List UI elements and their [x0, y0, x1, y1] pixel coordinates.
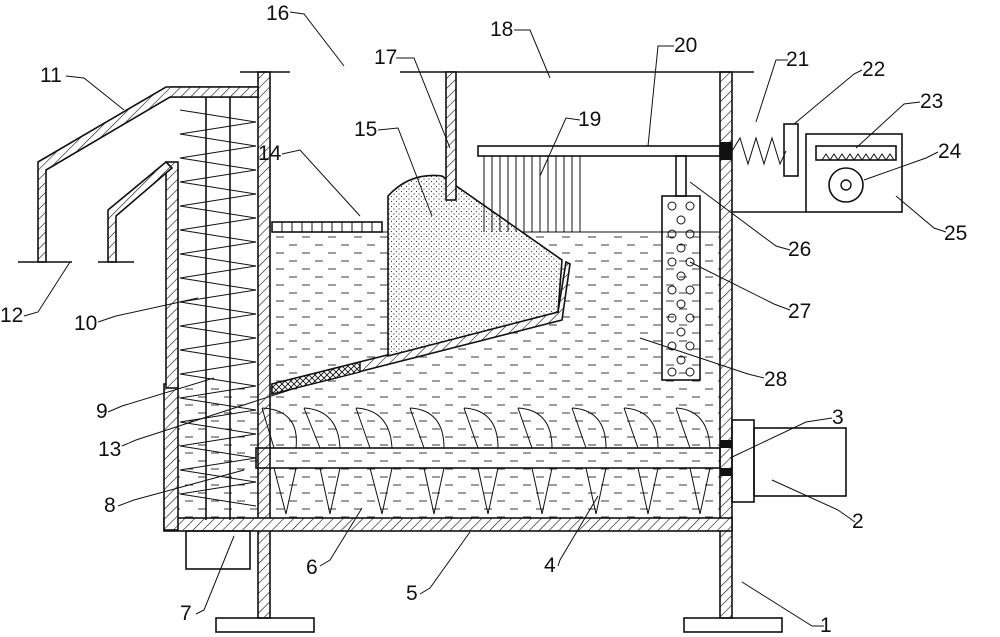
label-27: 27	[788, 300, 811, 323]
label-13: 13	[98, 438, 121, 461]
motor-2-flange	[731, 419, 755, 503]
label-1: 1	[820, 614, 832, 637]
label-3: 3	[832, 406, 844, 429]
label-12: 12	[0, 304, 23, 327]
screw-shaft	[255, 447, 721, 469]
label-10: 10	[74, 312, 97, 335]
rod-26	[675, 155, 687, 197]
screen-mesh-13	[271, 361, 361, 395]
filter-strip-14	[271, 221, 383, 233]
label-22: 22	[862, 58, 885, 81]
bar-20	[477, 145, 721, 157]
label-11: 11	[40, 64, 62, 87]
bearing-3-bot	[720, 468, 732, 476]
perforations	[667, 201, 695, 377]
gear-24-hub	[840, 179, 852, 191]
label-5: 5	[406, 582, 418, 605]
label-4: 4	[544, 554, 556, 577]
foot-left	[215, 617, 315, 633]
label-21: 21	[786, 48, 809, 71]
label-15: 15	[354, 118, 377, 141]
label-9: 9	[96, 400, 108, 423]
feed-hopper-15	[387, 174, 563, 358]
sleeve-22	[783, 123, 799, 177]
motor-box-25	[805, 133, 903, 213]
foot-right	[683, 617, 783, 633]
lift-column-outer-wall	[163, 383, 179, 531]
label-26: 26	[788, 238, 811, 261]
label-23: 23	[920, 90, 943, 113]
label-24: 24	[938, 140, 962, 163]
lift-screw-blades	[179, 109, 257, 507]
tank-bottom	[163, 517, 733, 532]
bearing-3-top	[720, 440, 732, 448]
label-19: 19	[578, 108, 601, 131]
label-6: 6	[306, 556, 318, 579]
label-17: 17	[374, 46, 397, 69]
label-14: 14	[258, 142, 282, 165]
motor-7	[185, 530, 251, 570]
screw-flights	[261, 407, 711, 515]
rack-23	[815, 145, 897, 161]
rod-17	[445, 71, 457, 201]
label-16: 16	[266, 2, 289, 25]
label-20: 20	[674, 34, 697, 57]
label-8: 8	[104, 494, 116, 517]
rack-teeth	[821, 153, 895, 161]
label-7: 7	[180, 602, 192, 625]
label-28: 28	[764, 368, 787, 391]
label-18: 18	[490, 18, 513, 41]
chute-lower	[107, 160, 174, 263]
motor-2-body	[753, 427, 847, 497]
label-2: 2	[852, 510, 864, 533]
label-25: 25	[944, 222, 967, 245]
spring-21	[731, 136, 787, 166]
leader-lines	[23, 11, 947, 627]
lift-column-upper-wall	[165, 161, 179, 389]
brushes-19	[483, 156, 581, 232]
bearing-20	[720, 142, 732, 160]
perforated-cylinder-27	[661, 195, 701, 381]
filter-strip-teeth	[281, 222, 373, 232]
